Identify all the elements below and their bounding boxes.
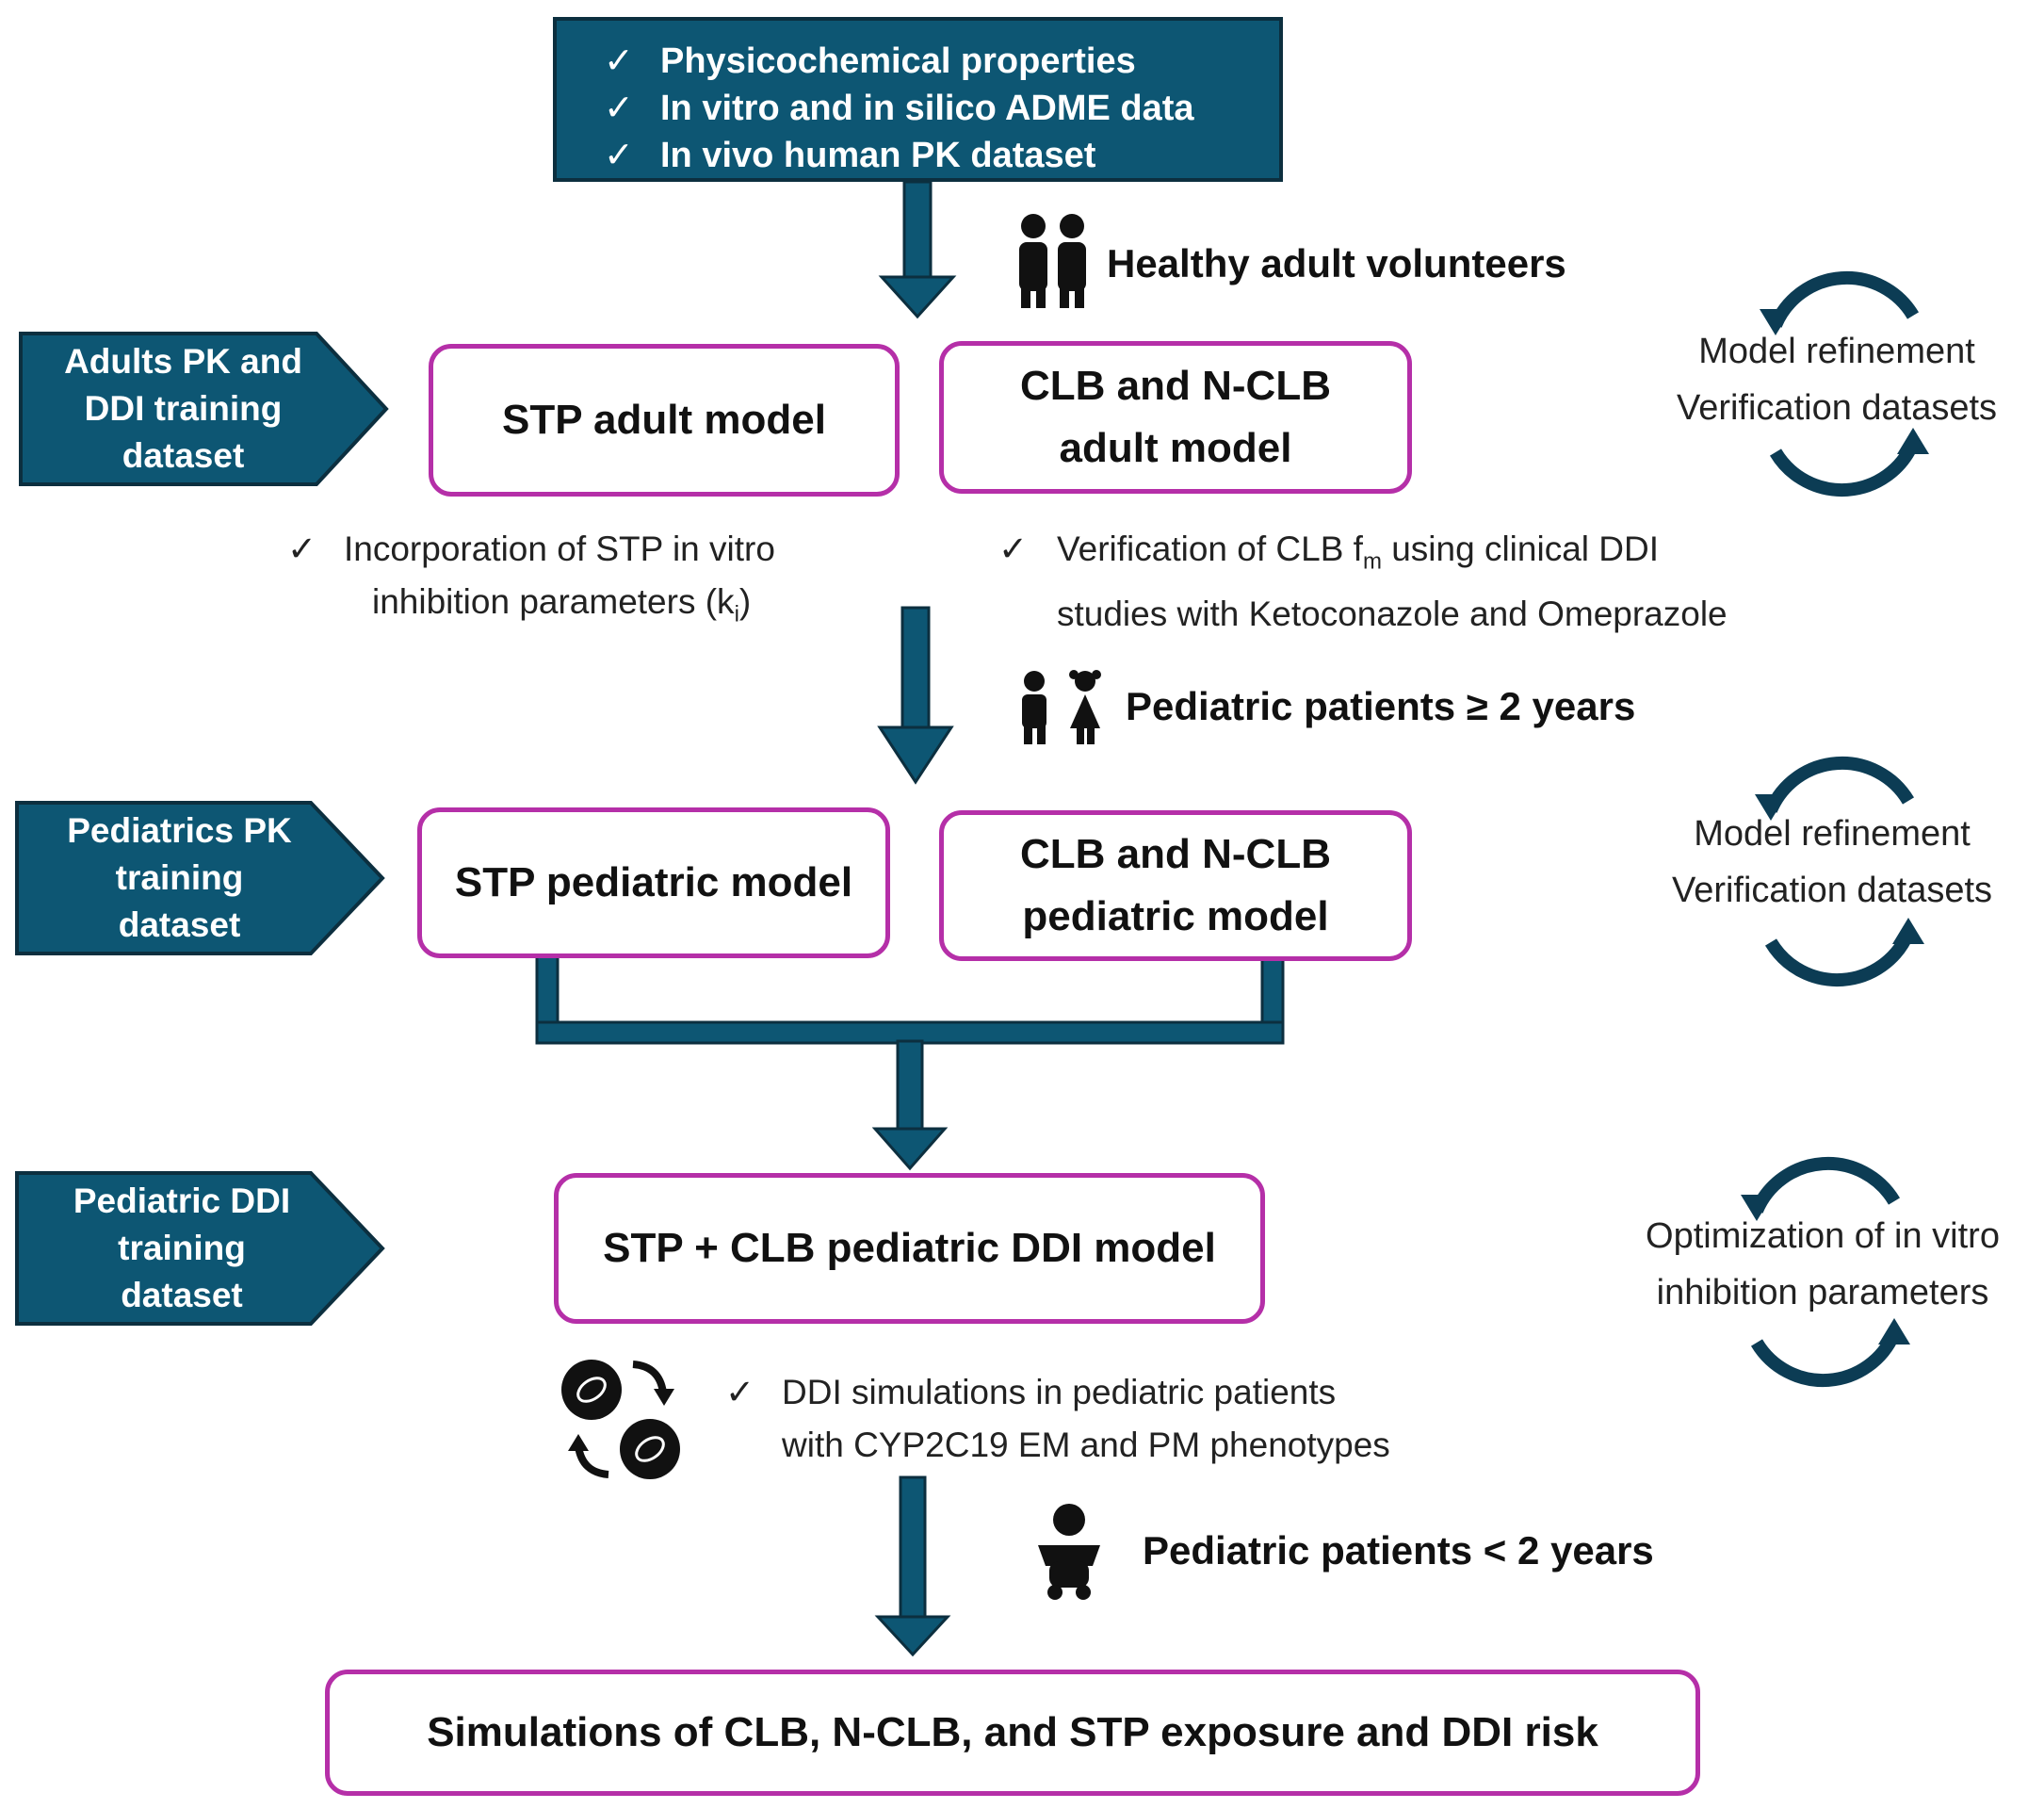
check-icon: ✓: [604, 89, 634, 128]
pediatric-pk-dataset-shape: [15, 801, 385, 955]
cycle-arrowheads: [1741, 1195, 1910, 1345]
ddi-simulation-note: ✓ DDI simulations in pediatric patients …: [725, 1366, 1535, 1472]
check-icon: ✓: [725, 1373, 755, 1411]
cycle-arrowheads: [1760, 309, 1929, 454]
merge-bracket: [535, 954, 1285, 1171]
clb-verification-note: ✓ Verification of CLB fm using clinical …: [998, 523, 1903, 633]
cycle-arrows-icon: [1750, 1156, 1901, 1388]
cycle-arrowheads: [1755, 794, 1924, 944]
pediatric-ddi-dataset-shape: [15, 1171, 385, 1326]
check-icon: ✓: [287, 530, 317, 568]
final-simulation-box: Simulations of CLB, N-CLB, and STP expos…: [325, 1670, 1700, 1796]
check-icon: ✓: [604, 136, 634, 175]
cycle-arrows-icon: [1769, 270, 1920, 497]
stp-pediatric-model-box: STP pediatric model: [417, 807, 890, 958]
cycle-arrows-icon: [1764, 756, 1915, 987]
check-icon: ✓: [998, 530, 1029, 568]
check-icon: ✓: [604, 41, 634, 81]
adult-dataset-shape: [19, 332, 389, 486]
baby-silhouette-icon: [1038, 1504, 1100, 1600]
population-adults-label: Healthy adult volunteers: [1107, 241, 1566, 285]
population-peds-over2-label: Pediatric patients ≥ 2 years: [1126, 684, 1636, 728]
input-item: ✓In vitro and in silico ADME data: [604, 85, 1279, 132]
stp-incorporation-note: ✓ Incorporation of STP in vitro inhibiti…: [287, 523, 890, 628]
adults-silhouette-icon: [1019, 214, 1086, 308]
population-peds-under2-label: Pediatric patients < 2 years: [1143, 1528, 1654, 1573]
model-inputs-box: ✓Physicochemical properties ✓In vitro an…: [553, 17, 1283, 182]
ddi-pediatric-model-box: STP + CLB pediatric DDI model: [554, 1173, 1265, 1324]
drug-interaction-cycle-icon: [561, 1360, 680, 1479]
arrow-adult-to-pediatric: [877, 606, 954, 785]
arrow-ddi-to-simulation: [874, 1475, 951, 1657]
input-item: ✓In vivo human PK dataset: [604, 132, 1279, 179]
arrow-inputs-to-adult: [878, 180, 957, 319]
input-item: ✓Physicochemical properties: [604, 38, 1279, 85]
children-silhouette-icon: [1022, 670, 1101, 744]
stp-adult-model-box: STP adult model: [429, 344, 900, 497]
